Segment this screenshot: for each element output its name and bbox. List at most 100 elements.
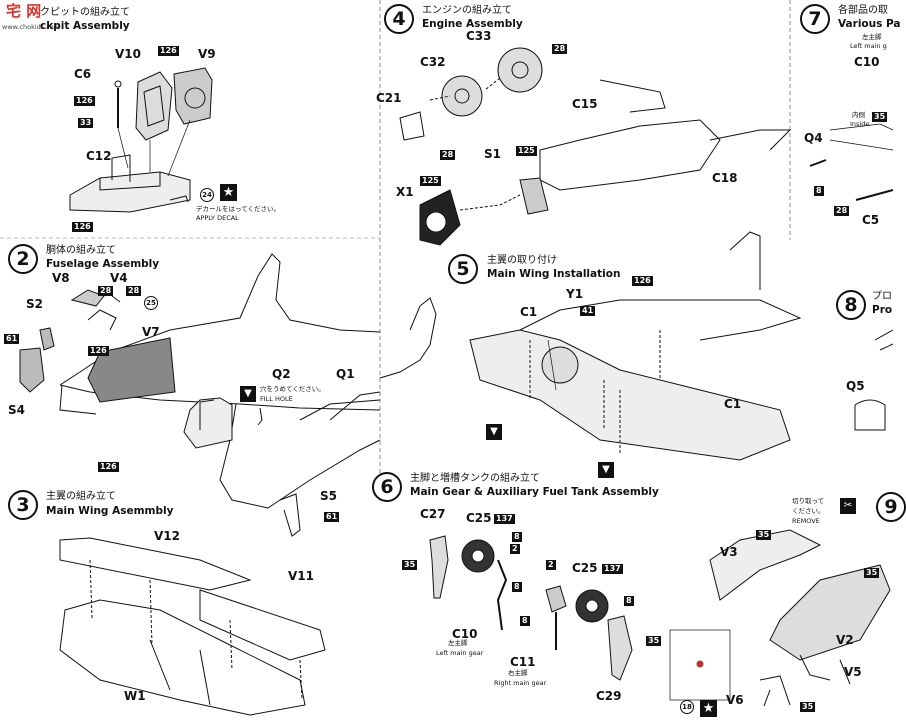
right-gear-note-jp: 右主脚 xyxy=(508,669,528,677)
paint-code-2: 2 xyxy=(546,560,556,570)
paint-code-35: 35 xyxy=(646,636,662,646)
paint-code-35: 35 xyxy=(872,112,888,122)
part-label-c32: C32 xyxy=(420,55,446,69)
part-label-q2: Q2 xyxy=(272,367,291,381)
main-wing-drawing xyxy=(59,537,326,716)
paint-code-35: 35 xyxy=(402,560,418,570)
fill-hole-icon: ▼ xyxy=(598,462,614,478)
part-label-v3: V3 xyxy=(720,545,738,559)
left-main-gear-note-en: Left main g xyxy=(850,42,887,50)
part-label-c25-b: C25 xyxy=(572,561,598,575)
remove-note-jp2: ください。 xyxy=(792,507,825,515)
part-label-q5: Q5 xyxy=(846,379,865,393)
paint-code-137: 137 xyxy=(602,564,623,574)
left-gear-note-jp: 左主脚 xyxy=(448,639,468,647)
step-number-7: 7 xyxy=(800,4,830,34)
paint-code-41: 41 xyxy=(580,306,596,316)
step8-title-en: Pro xyxy=(872,304,893,316)
apply-decal-note-jp: デカールをはってください。 xyxy=(196,205,280,213)
step-number-8: 8 xyxy=(836,290,866,320)
part-label-x1: X1 xyxy=(396,185,414,199)
paint-code-35: 35 xyxy=(800,702,816,712)
part-label-v6: V6 xyxy=(726,693,744,707)
step7-title-jp: 各部品の取 xyxy=(838,5,888,16)
paint-code-8: 8 xyxy=(512,582,522,592)
step5-title-en: Main Wing Installation xyxy=(487,268,621,280)
step-number-3: 3 xyxy=(8,490,38,520)
watermark-url: www.chokids.com xyxy=(2,23,61,31)
part-label-c1-right: C1 xyxy=(724,397,742,411)
fill-hole-icon: ▼ xyxy=(486,424,502,440)
paint-code-28: 28 xyxy=(552,44,568,54)
part-label-c21: C21 xyxy=(376,91,402,105)
paint-code-33: 33 xyxy=(78,118,94,128)
part-label-c10: C10 xyxy=(452,627,478,641)
step7-title-en: Various Pa xyxy=(838,18,901,30)
part-label-c18: C18 xyxy=(712,171,738,185)
apply-decal-note-en: APPLY DECAL xyxy=(196,214,239,222)
part-label-v8: V8 xyxy=(52,271,70,285)
part-label-v10: V10 xyxy=(115,47,141,61)
inside-note-jp: 内側 xyxy=(852,111,865,119)
paint-code-28: 28 xyxy=(440,150,456,160)
remove-note-en: REMOVE xyxy=(792,517,820,525)
paint-code-126: 126 xyxy=(98,462,119,472)
remove-note-jp: 切り取って xyxy=(792,497,825,505)
left-main-gear-note-jp: 左主脚 xyxy=(862,33,882,41)
step8-title-jp: プロ xyxy=(872,291,892,302)
part-label-c33: C33 xyxy=(466,29,492,43)
step4-title-jp: エンジンの組み立て xyxy=(422,5,512,16)
part-label-q4: Q4 xyxy=(804,131,823,145)
paint-code-126: 126 xyxy=(158,46,179,56)
step5-title-jp: 主翼の取り付け xyxy=(487,255,557,266)
fuselage-assembly-drawing xyxy=(19,253,437,537)
fill-hole-note-jp: 穴をうめてください。 xyxy=(260,385,325,393)
paint-code-28: 28 xyxy=(126,286,142,296)
paint-code-8: 8 xyxy=(512,532,522,542)
part-label-v11: V11 xyxy=(288,569,314,583)
paint-code-35: 35 xyxy=(756,530,772,540)
paint-code-125: 125 xyxy=(516,146,537,156)
part-label-s1: S1 xyxy=(484,147,501,161)
paint-code-8: 8 xyxy=(814,186,824,196)
paint-code-126: 126 xyxy=(72,222,93,232)
main-gear-drawing xyxy=(429,535,633,681)
paint-code-125: 125 xyxy=(420,176,441,186)
remove-cut-icon: ✂ xyxy=(840,498,856,514)
step-number-4: 4 xyxy=(384,4,414,34)
part-label-v5: V5 xyxy=(844,665,862,679)
paint-code-61: 61 xyxy=(324,512,340,522)
decal-number-25: 25 xyxy=(144,296,158,310)
paint-code-126: 126 xyxy=(88,346,109,356)
step1-title-en: ckpit Assembly xyxy=(40,20,130,32)
part-label-q1: Q1 xyxy=(336,367,355,381)
part-label-y1: Y1 xyxy=(566,287,584,301)
decal-star-icon: ★ xyxy=(220,184,237,201)
fill-hole-note-en: FILL HOLE xyxy=(260,395,293,403)
paint-code-8: 8 xyxy=(520,616,530,626)
paint-code-28: 28 xyxy=(98,286,114,296)
part-label-c12: C12 xyxy=(86,149,112,163)
decal-number-24: 24 xyxy=(200,188,214,202)
part-label-v9: V9 xyxy=(198,47,216,61)
step-number-6: 6 xyxy=(372,472,402,502)
part-label-c27: C27 xyxy=(420,507,446,521)
paint-code-28: 28 xyxy=(834,206,850,216)
part-label-v12: V12 xyxy=(154,529,180,543)
step2-title-en: Fuselage Assembly xyxy=(46,258,160,270)
paint-code-61: 61 xyxy=(4,334,20,344)
step4-title-en: Engine Assembly xyxy=(422,18,523,30)
part-label-c1-left: C1 xyxy=(520,305,538,319)
part-label-s4: S4 xyxy=(8,403,25,417)
watermark-logo: 宅 网 xyxy=(6,2,42,20)
paint-code-35: 35 xyxy=(864,568,880,578)
step-number-5: 5 xyxy=(448,254,478,284)
part-label-c6: C6 xyxy=(74,67,92,81)
wing-installation-drawing xyxy=(469,231,802,461)
step2-title-jp: 胴体の組み立て xyxy=(46,245,116,256)
part-label-v4: V4 xyxy=(110,271,128,285)
right-gear-note-en: Right main gear xyxy=(494,679,547,687)
part-label-c15: C15 xyxy=(572,97,598,111)
decal-star-icon: ★ xyxy=(700,700,717,717)
